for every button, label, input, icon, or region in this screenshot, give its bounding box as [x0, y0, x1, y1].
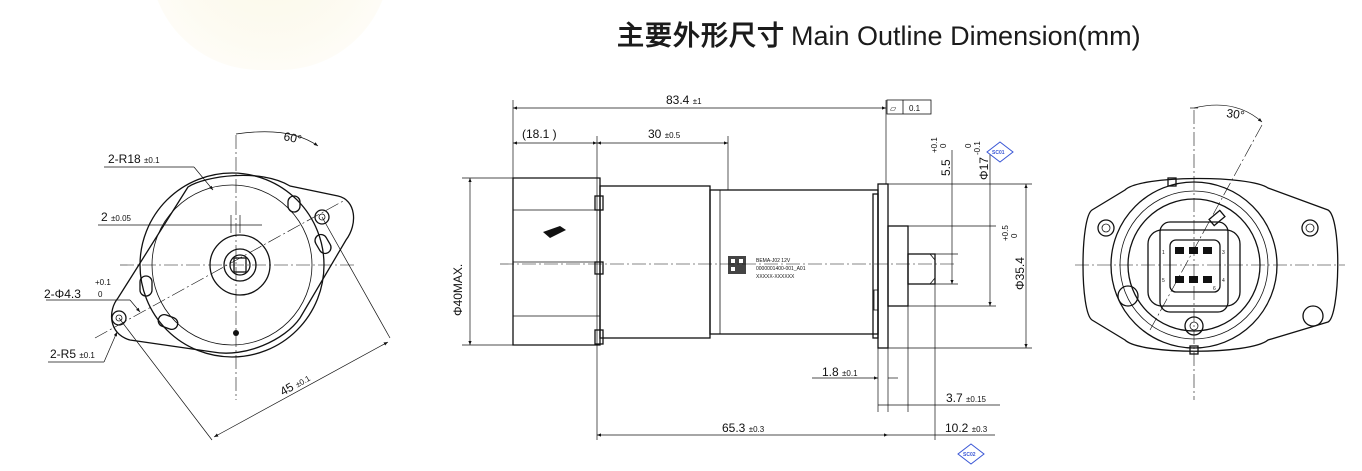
- flatness-symbol: ⏥: [890, 104, 897, 113]
- motor-label-line2: 0000001400-001_A01: [756, 266, 806, 272]
- rear-view: 1 3 4 5 6 30°: [1075, 104, 1345, 400]
- dim-102-tol: ±0.3: [972, 425, 988, 434]
- svg-text:3.7 ±0.15: 3.7 ±0.15: [946, 391, 987, 405]
- shaft-dia-value: 5.5: [939, 159, 953, 176]
- svg-text:2-R5 ±0.1: 2-R5 ±0.1: [50, 347, 95, 361]
- svg-text:83.4 ±1: 83.4 ±1: [666, 93, 702, 107]
- badge-sc01-label: SC01: [992, 150, 1005, 156]
- dim-102-value: 10.2: [945, 421, 969, 435]
- r18-value: 2-R18: [108, 152, 141, 166]
- connector-length-ref: (18.1 ): [522, 127, 557, 141]
- boss-tol-up: 0: [964, 143, 973, 148]
- r5-tol: ±0.1: [79, 351, 95, 360]
- w2-value: 2: [101, 210, 108, 224]
- max-diameter-label: Φ40MAX.: [451, 264, 465, 316]
- dim-18-value: 1.8: [822, 365, 839, 379]
- rear-view-body: 1 3 4 5 6: [1082, 177, 1339, 355]
- side-view-labels: 83.4 ±1 (18.1 ) 30 ±0.5 Φ40MAX. 5.5 +0.1…: [451, 93, 1027, 435]
- shaft-tol-low: 0: [939, 143, 948, 148]
- overall-length-value: 83.4: [666, 93, 690, 107]
- flange-dia-value: Φ35.4: [1013, 257, 1027, 290]
- front-view-centerlines: [94, 135, 355, 400]
- rear-view-centerlines: [1075, 110, 1345, 400]
- badge-sc02: SC02: [957, 443, 985, 465]
- front-view: 60° 2-R18 ±0.1 2 ±0.05 2-Φ4.3 +0.1 0 2-R…: [44, 129, 391, 441]
- front-view-dimensions: [46, 131, 391, 441]
- phi43-tol-low: 0: [98, 290, 103, 299]
- svg-text:60°: 60°: [282, 129, 303, 147]
- rear-view-dimensions: [1190, 104, 1263, 123]
- flange-tol-low: 0: [1010, 233, 1019, 238]
- motor-label-line1: BEMA-J02 12V: [756, 258, 791, 264]
- rear-view-labels: 30°: [1226, 106, 1246, 122]
- svg-text:30 ±0.5: 30 ±0.5: [648, 127, 681, 141]
- svg-text:2-R18 ±0.1: 2-R18 ±0.1: [108, 152, 160, 166]
- boss-dia-value: Φ17: [977, 157, 991, 180]
- motor-label-line3: XXXXX-XXXXXX: [756, 274, 795, 280]
- title-english: Main Outline Dimension(mm): [791, 21, 1141, 51]
- pin-3-label: 3: [1222, 250, 1225, 256]
- pitch-45-tol: ±0.1: [294, 374, 312, 390]
- pin-6-label: 6: [1213, 286, 1216, 292]
- side-view-dimensions: [462, 100, 1032, 440]
- svg-text:10.2 ±0.3: 10.2 ±0.3: [945, 421, 988, 435]
- flatness-value: 0.1: [909, 104, 921, 113]
- svg-text:2 ±0.05: 2 ±0.05: [101, 210, 132, 224]
- angle-60-label: 60°: [282, 129, 303, 147]
- angle-30-label: 30°: [1226, 106, 1246, 122]
- side-view: BEMA-J02 12V 0000001400-001_A01 XXXXX-XX…: [451, 93, 1032, 465]
- front-view-labels: 60° 2-R18 ±0.1 2 ±0.05 2-Φ4.3 +0.1 0 2-R…: [44, 129, 313, 399]
- r5-value: 2-R5: [50, 347, 76, 361]
- pin-4-label: 4: [1222, 278, 1225, 284]
- flatness-frame: ⏥ 0.1: [886, 99, 932, 115]
- body-length-value: 30: [648, 127, 662, 141]
- phi43-value: 2-Φ4.3: [44, 287, 81, 301]
- r18-tol: ±0.1: [144, 156, 160, 165]
- svg-text:65.3 ±0.3: 65.3 ±0.3: [722, 421, 765, 435]
- w2-tol: ±0.05: [111, 214, 132, 223]
- svg-text:1.8 ±0.1: 1.8 ±0.1: [822, 365, 858, 379]
- title-chinese: 主要外形尺寸: [617, 21, 785, 52]
- phi43-tol-up: +0.1: [95, 278, 111, 287]
- dim-37-tol: ±0.15: [966, 395, 987, 404]
- overall-length-tol: ±1: [693, 97, 702, 106]
- shaft-tol-up: +0.1: [930, 137, 939, 153]
- pin-5-label: 5: [1162, 278, 1165, 284]
- flange-tol-up: +0.5: [1001, 225, 1010, 241]
- dim-653-tol: ±0.3: [749, 425, 765, 434]
- side-view-body: BEMA-J02 12V 0000001400-001_A01 XXXXX-XX…: [512, 177, 936, 349]
- boss-tol-low: -0.1: [973, 141, 982, 155]
- body-length-tol: ±0.5: [665, 131, 681, 140]
- pin-1-label: 1: [1162, 250, 1165, 256]
- dim-653-value: 65.3: [722, 421, 746, 435]
- badge-sc01: SC01: [986, 141, 1014, 163]
- badge-sc02-label: SC02: [963, 452, 976, 458]
- dim-37-value: 3.7: [946, 391, 963, 405]
- svg-text:45 ±0.1: 45 ±0.1: [278, 370, 313, 399]
- dim-18-tol: ±0.1: [842, 369, 858, 378]
